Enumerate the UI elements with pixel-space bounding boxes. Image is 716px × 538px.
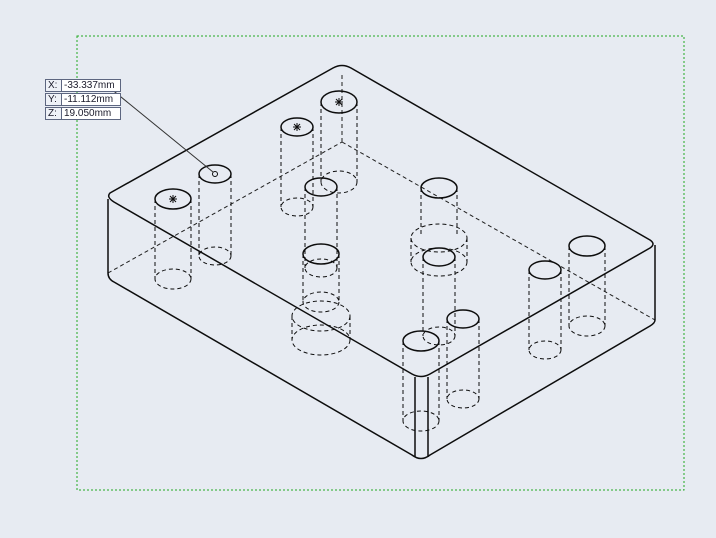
z-axis-label: Z:: [45, 106, 61, 120]
coord-row-z: Z: 19.050mm: [45, 106, 121, 120]
hole-center-markers: [169, 98, 343, 203]
hole-12: [568, 235, 606, 337]
y-axis-label: Y:: [45, 92, 61, 106]
asterisk-icon: [335, 98, 343, 106]
hole-11: [528, 260, 562, 360]
bounding-box: [76, 35, 685, 491]
hole-3: [280, 117, 314, 217]
point-icon: [212, 171, 218, 177]
hole-7: [410, 177, 468, 277]
coord-row-y: Y: -11.112mm: [45, 92, 121, 106]
hole-1: [154, 188, 192, 290]
block-outline: [107, 64, 656, 460]
holes: [154, 90, 606, 432]
z-value: 19.050mm: [61, 106, 121, 120]
hole-4: [320, 90, 358, 194]
readout-leader-line: [109, 87, 214, 173]
y-value: -11.112mm: [61, 92, 121, 106]
hole-2: [198, 164, 232, 266]
hidden-edges: [107, 72, 656, 321]
x-value: -33.337mm: [61, 78, 121, 92]
hole-6: [291, 243, 351, 356]
hole-8: [422, 247, 456, 346]
hole-9: [446, 309, 480, 409]
hole-5: [304, 177, 338, 278]
hole-10: [402, 330, 440, 432]
coordinate-readout: X: -33.337mm Y: -11.112mm Z: 19.050mm: [45, 78, 121, 120]
asterisk-icon: [169, 195, 177, 203]
asterisk-icon: [293, 123, 301, 131]
x-axis-label: X:: [45, 78, 61, 92]
coord-row-x: X: -33.337mm: [45, 78, 121, 92]
